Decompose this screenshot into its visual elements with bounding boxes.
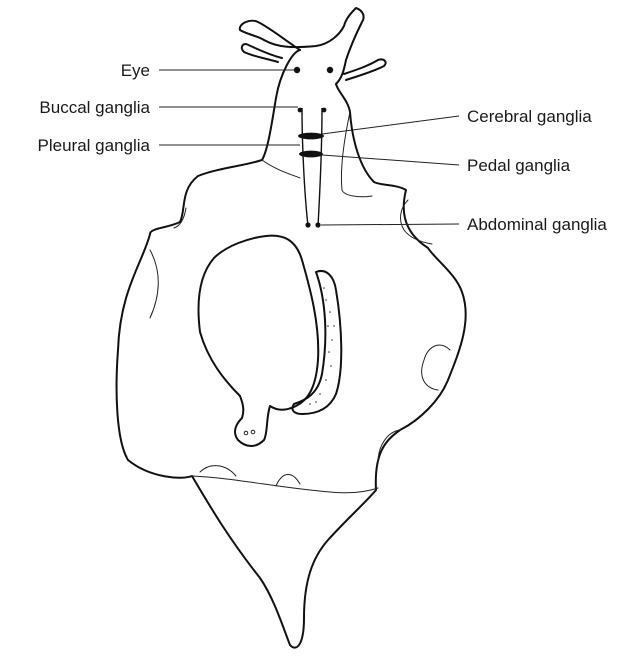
left-eye	[294, 67, 300, 73]
pedal-ganglia	[299, 151, 323, 158]
left-tentacle	[242, 44, 282, 62]
right-inner-fold	[341, 112, 372, 197]
left-lobe-contour	[174, 208, 186, 228]
abdominal-ganglion-left	[305, 222, 310, 227]
abdominal-ganglion-right	[315, 222, 320, 227]
cerebral-ganglia-leader-line	[322, 116, 459, 134]
cerebral-ganglia-label: Cerebral ganglia	[467, 107, 592, 126]
right-nerve-cord	[318, 108, 322, 226]
siphon-opening-right	[251, 430, 255, 434]
lower-left-contour	[200, 466, 236, 476]
body-outline	[117, 50, 466, 648]
lower-right-contour	[378, 430, 400, 462]
buccal-ganglia-label: Buccal ganglia	[39, 98, 150, 117]
pleural-ganglia-label: Pleural ganglia	[38, 136, 151, 155]
buccal-ganglion-right	[322, 108, 327, 113]
lower-middle-contour	[276, 474, 300, 486]
buccal-ganglion-left	[298, 108, 303, 113]
left-nerve-cord	[302, 108, 308, 226]
right-eye	[327, 67, 333, 73]
left-inner-fold	[262, 160, 300, 178]
gill-strip	[292, 271, 341, 414]
cerebral-ganglia	[298, 133, 324, 140]
tail-boundary-line	[192, 476, 378, 493]
abdominal-ganglia-leader-line	[321, 224, 459, 225]
pedal-ganglia-label: Pedal ganglia	[467, 156, 571, 175]
right-tentacle	[344, 59, 386, 80]
siphon-opening-left	[244, 431, 248, 435]
eye-label: Eye	[121, 61, 150, 80]
left-side-contour	[150, 250, 158, 318]
abdominal-ganglia-label: Abdominal ganglia	[467, 215, 607, 234]
